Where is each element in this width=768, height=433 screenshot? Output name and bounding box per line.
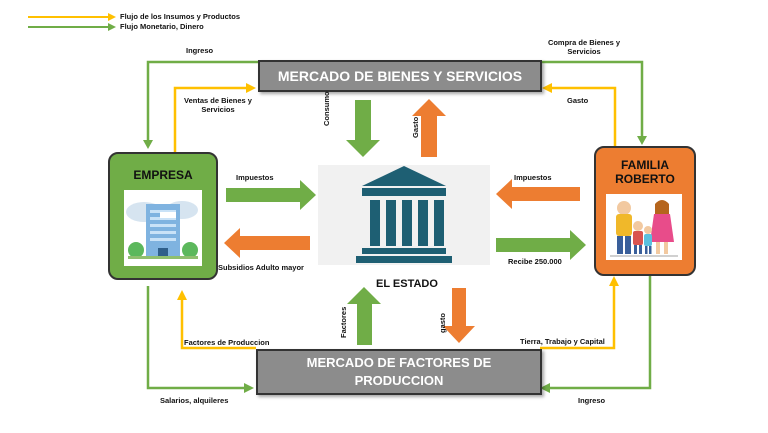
label-salarios: Salarios, alquileres xyxy=(160,396,229,405)
label-impuestos-right: Impuestos xyxy=(514,173,552,182)
goods-market-box: MERCADO DE BIENES Y SERVICIOS xyxy=(258,60,542,92)
estado-title: EL ESTADO xyxy=(376,278,438,290)
label-ventas-line1: Ventas de Bienes y xyxy=(184,96,252,105)
label-subsidios: Subsidios Adulto mayor xyxy=(218,263,304,272)
label-ventas-line2: Servicios xyxy=(201,105,235,115)
label-tierra-trabajo: Tierra, Trabajo y Capital xyxy=(520,337,605,346)
label-compra-bienes: Compra de Bienes y Servicios xyxy=(544,38,624,57)
label-consumo: Consumo xyxy=(322,91,331,126)
family-icon xyxy=(606,194,682,260)
label-gasto-vertical: Gasto xyxy=(411,116,420,138)
label-ingreso-top: Ingreso xyxy=(186,46,214,55)
familia-title: FAMILIA ROBERTO xyxy=(596,158,694,187)
factors-market-box: MERCADO DE FACTORES DE PRODUCCION xyxy=(256,349,542,395)
goods-market-title: MERCADO DE BIENES Y SERVICIOS xyxy=(277,68,523,84)
label-compra-line2: Servicios xyxy=(567,47,601,57)
familia-title-line1: FAMILIA xyxy=(621,158,669,172)
factors-market-title-line2: PRODUCCION xyxy=(354,373,444,388)
label-impuestos-left: Impuestos xyxy=(236,173,274,182)
empresa-node: EMPRESA xyxy=(108,152,218,280)
factors-market-title-line1: MERCADO DE FACTORES DE xyxy=(306,354,492,370)
legend-money-flow: Flujo Monetario, Dinero xyxy=(120,22,204,31)
empresa-title: EMPRESA xyxy=(133,168,193,182)
label-factores-vertical: Factores xyxy=(339,306,348,338)
label-compra-line1: Compra de Bienes y xyxy=(547,38,621,47)
office-building-icon xyxy=(124,190,202,266)
label-recibe: Recibe 250.000 xyxy=(508,257,562,266)
government-building-icon xyxy=(356,166,452,263)
familia-title-line2: ROBERTO xyxy=(615,172,675,187)
legend-goods-flow: Flujo de los Insumos y Productos xyxy=(120,12,241,21)
label-factores-produccion: Factores de Produccion xyxy=(184,338,270,347)
label-gasto-lower: gasto xyxy=(438,312,447,333)
label-gasto-top: Gasto xyxy=(567,96,589,105)
label-ingreso-bottom: Ingreso xyxy=(578,396,606,405)
label-ventas-bienes: Ventas de Bienes y Servicios xyxy=(178,96,258,115)
familia-node: FAMILIA ROBERTO xyxy=(594,146,696,276)
